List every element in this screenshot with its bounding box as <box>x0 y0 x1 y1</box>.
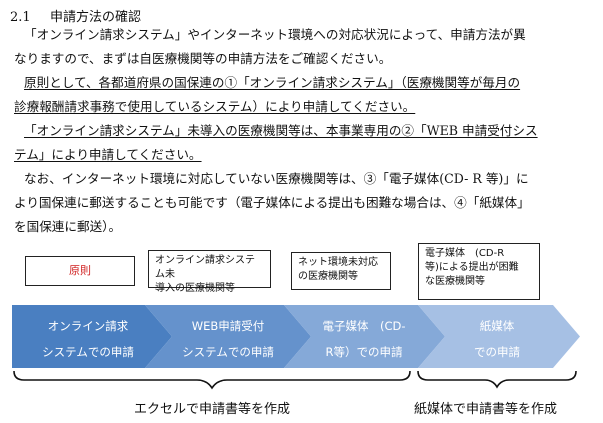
paper-caption: 紙媒体で申請書等を作成 <box>414 402 558 417</box>
online-not-installed-line-2: 導入の医療機関等 <box>155 283 235 294</box>
step-4-line-1: 紙媒体 <box>480 319 515 333</box>
paragraph-4-line-3: を国保連に郵送）。 <box>14 219 122 234</box>
online-not-installed-label: オンライン請求システム未 導入の医療機関等 <box>148 250 271 294</box>
paragraph-1-line-2: なりますので、まずは自医療機関等の申請方法をご確認ください。 <box>14 51 392 66</box>
digital-difficult-line-3: な医療機関等 <box>425 276 485 287</box>
principle-label: 原則 <box>25 256 135 286</box>
no-network-label: ネット環境未対応 の医療機関等 <box>291 252 391 290</box>
step-1-line-1: オンライン請求 <box>48 319 129 333</box>
online-not-installed-line-1: オンライン請求システム未 <box>155 255 255 280</box>
paragraph-4-line-2: より国保連に郵送することも可能です（電子媒体による提出も困難な場合は、④「紙媒体… <box>14 195 530 210</box>
paragraph-2-line-2: 診療報酬請求事務で使用しているシステム）により申請してください。 <box>14 99 416 114</box>
step-chevron-3 <box>284 305 445 368</box>
step-2-line-2: システムでの申請 <box>182 345 274 359</box>
step-2-line-1: WEB申請受付 <box>192 319 265 333</box>
section-title: 申請方法の確認 <box>50 10 142 25</box>
paper-bracket <box>417 370 577 389</box>
step-chevron-1 <box>12 305 172 368</box>
section-number: 2.1 <box>10 10 31 25</box>
paragraph-3-line-2: テム」により申請してください。 <box>14 147 202 162</box>
step-3-line-2: R等）での申請 <box>326 345 403 359</box>
step-4-line-2: での申請 <box>474 345 520 359</box>
paragraph-3-line-1: 「オンライン請求システム」未導入の医療機関等は、本事業専用の②「WEB 申請受付… <box>24 123 538 138</box>
no-network-line-2: の医療機関等 <box>298 271 358 282</box>
excel-bracket <box>13 370 411 390</box>
excel-caption: エクセルで申請書等を作成 <box>134 402 291 417</box>
paragraph-1-line-1: 「オンライン請求システム」やインターネット環境への対応状況によって、申請方法が異 <box>24 27 526 42</box>
paragraph-4-line-1: なお、インターネット環境に対応していない医療機関等は、③「電子媒体(CD- R … <box>24 171 529 186</box>
step-chevron-2 <box>145 305 311 368</box>
digital-difficult-line-1: 電子媒体 (CD-R <box>425 248 505 259</box>
step-chevron-4 <box>418 305 580 368</box>
digital-difficult-label: 電子媒体 (CD-R 等)による提出が困難 な医療機関等 <box>418 243 540 300</box>
paragraph-2-line-1: 原則として、各都道府県の国保連の①「オンライン請求システム」（医療機関等が毎月の <box>24 75 521 90</box>
step-1-line-2: システムでの申請 <box>42 345 134 359</box>
step-3-line-1: 電子媒体 (CD- <box>322 319 405 333</box>
no-network-line-1: ネット環境未対応 <box>298 257 378 268</box>
section-heading: 2.1 申請方法の確認 <box>10 6 141 25</box>
digital-difficult-line-2: 等)による提出が困難 <box>425 262 519 273</box>
